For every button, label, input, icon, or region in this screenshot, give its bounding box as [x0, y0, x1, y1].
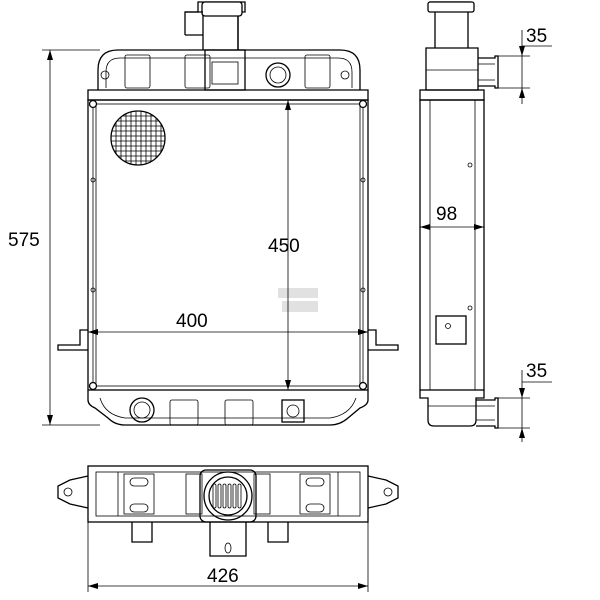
dimension-total-height: 575 [8, 49, 100, 426]
top-view: 426 [57, 465, 399, 592]
radiator-core [87, 99, 369, 391]
label-top-pipe: 35 [526, 26, 547, 47]
dimension-core-height: 450 [268, 100, 300, 390]
watermark-logo [278, 288, 318, 312]
dimension-top-pipe: 35 [498, 26, 552, 104]
dimension-total-width: 426 [87, 508, 369, 592]
cap-top-grid [212, 483, 242, 509]
cap-slot [237, 483, 242, 509]
dimension-core-width: 400 [88, 311, 368, 335]
cap-slot [212, 483, 217, 509]
cap-grille [110, 110, 166, 166]
label-bottom-pipe: 35 [526, 361, 547, 382]
front-view: 575 450 400 [8, 1, 399, 426]
label-core-height: 450 [268, 236, 300, 257]
dimension-depth: 98 [420, 204, 484, 230]
dimension-bottom-pipe: 35 [498, 361, 552, 442]
cap-slot [227, 483, 232, 509]
cap-slot [222, 483, 227, 509]
label-depth: 98 [436, 204, 457, 225]
label-core-width: 400 [176, 311, 208, 332]
label-total-height: 575 [8, 230, 40, 251]
upper-tank [87, 49, 369, 101]
label-total-width: 426 [207, 566, 239, 587]
side-brackets [57, 329, 399, 351]
side-view: 98 35 35 [419, 1, 552, 442]
cap-slot [217, 483, 222, 509]
lower-tank [87, 390, 369, 426]
filler-cap [184, 1, 246, 50]
cap-slot [232, 483, 237, 509]
